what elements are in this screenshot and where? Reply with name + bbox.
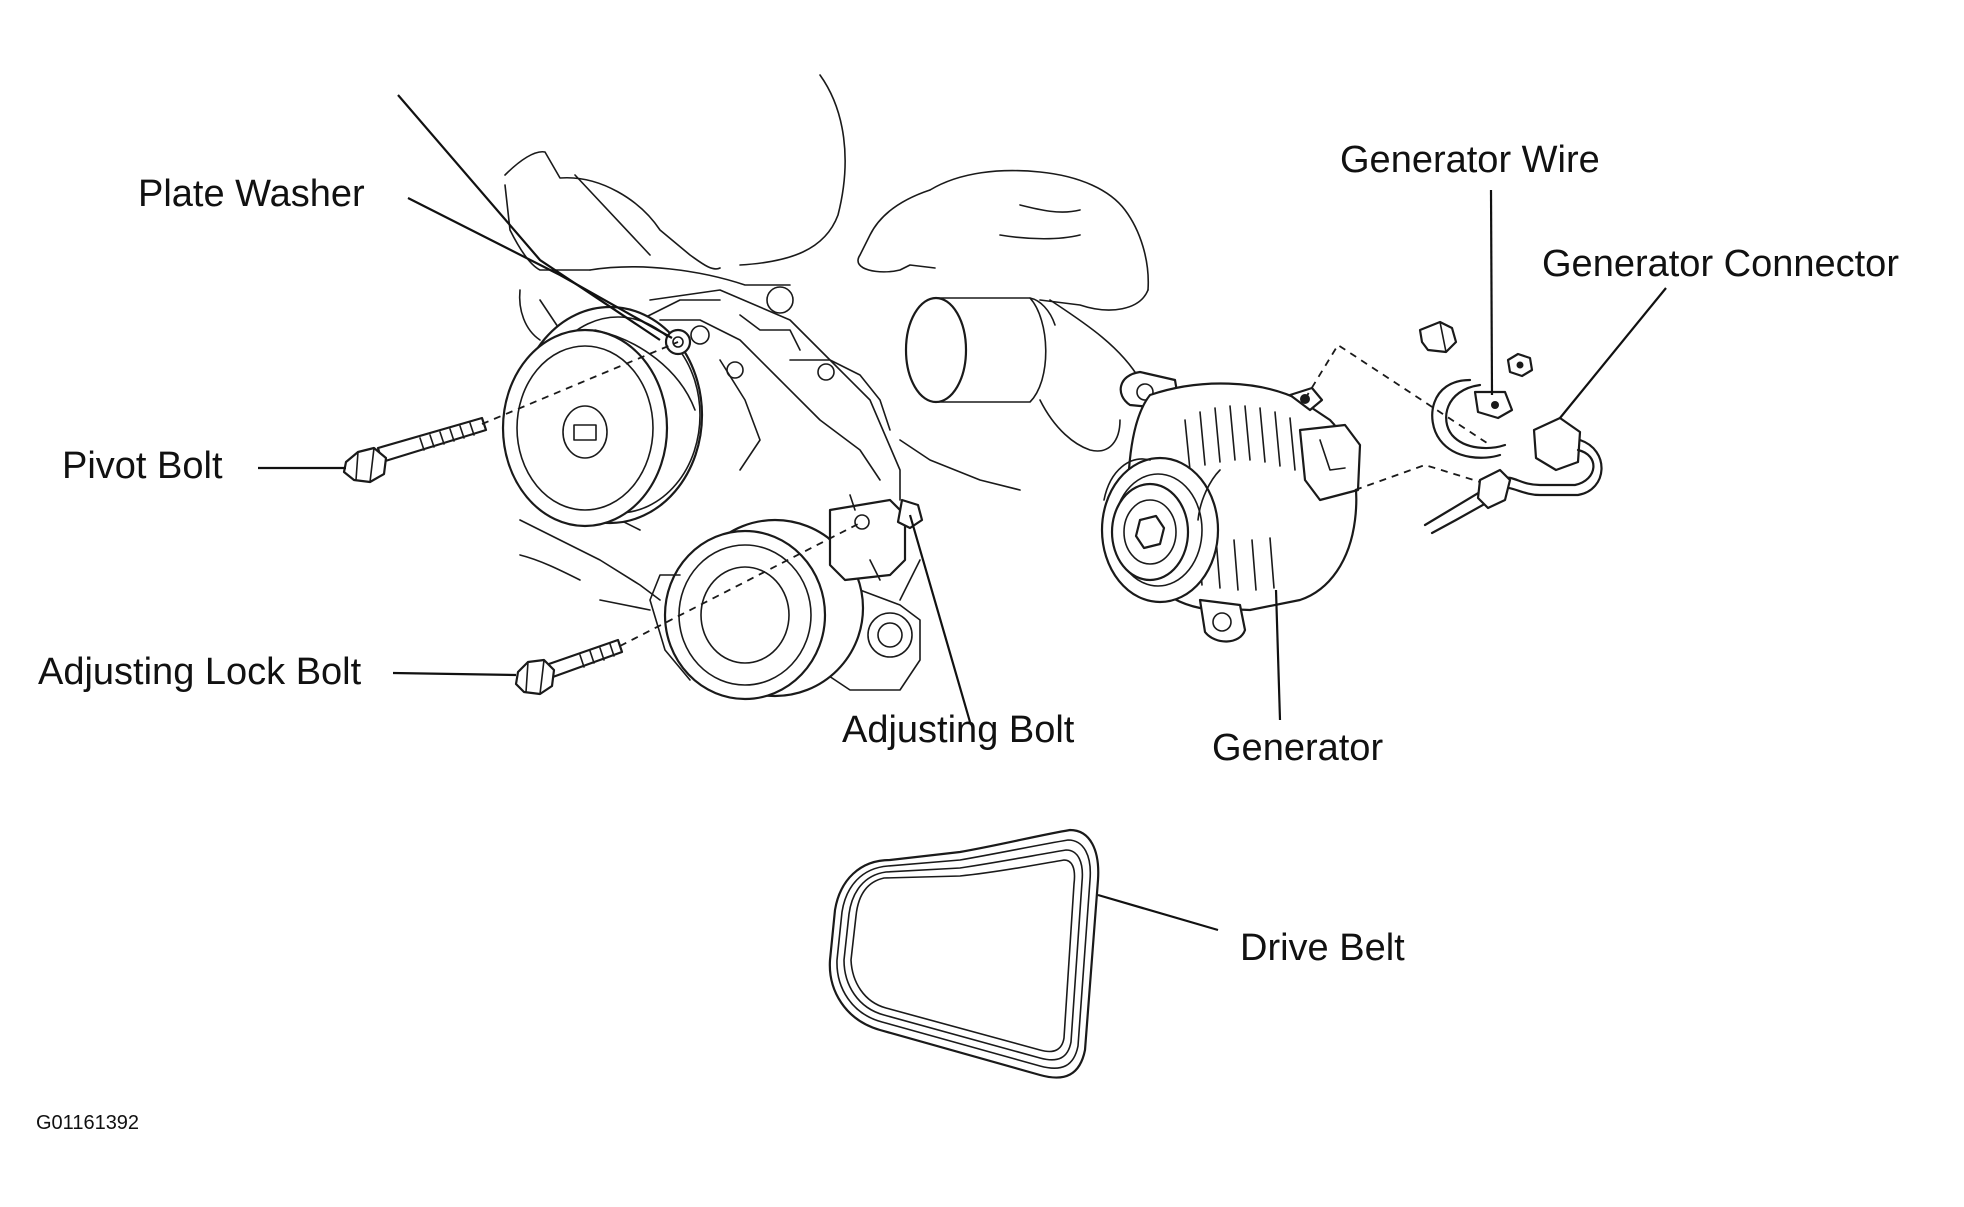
plate-washer-label: Plate Washer — [138, 173, 365, 215]
pivot-bolt-label: Pivot Bolt — [62, 445, 223, 487]
pivot-bolt-axis — [481, 341, 679, 425]
adjusting-bracket — [828, 494, 924, 582]
generator-body — [1100, 370, 1362, 643]
lock-bolt-axis — [619, 521, 863, 647]
drive-belt-label: Drive Belt — [1240, 927, 1405, 969]
adjusting-bolt-label: Adjusting Bolt — [842, 709, 1075, 751]
upper-pulley — [501, 305, 704, 528]
pivot-bolt — [342, 416, 488, 484]
drive-belt — [828, 828, 1100, 1079]
generator-connector-label: Generator Connector — [1542, 243, 1899, 285]
adjusting-lock-bolt-label: Adjusting Lock Bolt — [38, 651, 362, 693]
lower-pulley — [649, 518, 865, 701]
generator-wiring — [1418, 320, 1603, 535]
generator-wire-label: Generator Wire — [1340, 139, 1600, 181]
generator-label: Generator — [1212, 727, 1384, 769]
leader-lines — [258, 94, 1667, 932]
adjusting-lock-bolt — [514, 638, 624, 696]
generator-wire-axis — [1304, 343, 1491, 446]
generator-connector-axis — [1354, 464, 1491, 491]
figure-id: G01161392 — [36, 1112, 140, 1134]
